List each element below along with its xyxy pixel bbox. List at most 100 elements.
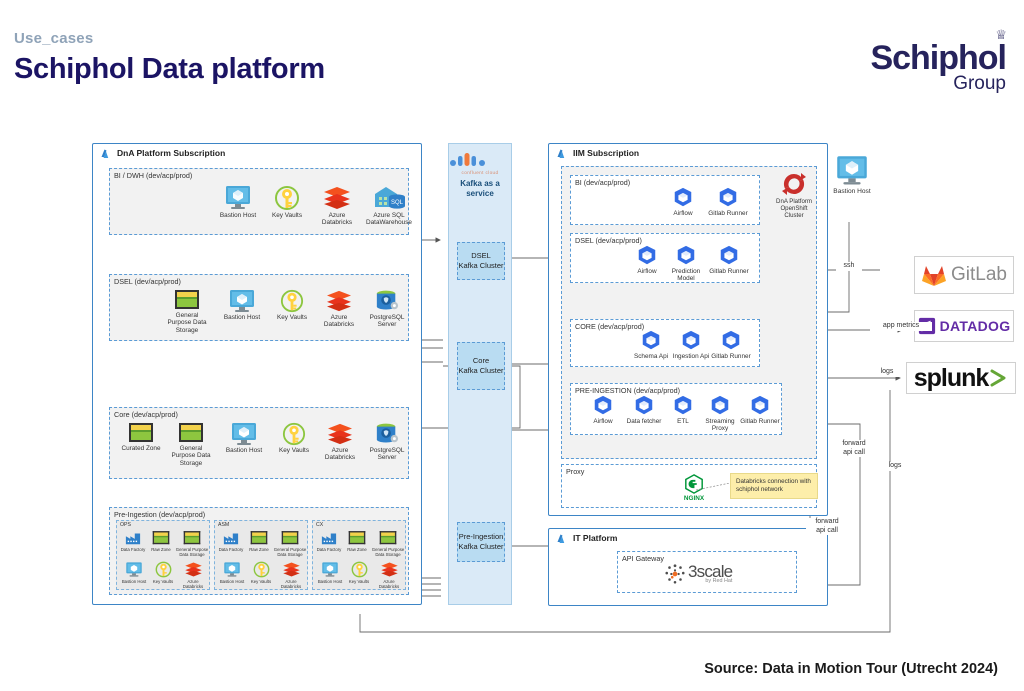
node-azure-sql-datawarehouse[interactable]: SQL Azure SQL DataWarehouse: [360, 185, 418, 227]
panel-title: IIM Subscription: [573, 148, 640, 158]
bastion-host-icon: [216, 561, 248, 578]
node-azure-databricks[interactable]: Azure Databricks: [316, 422, 364, 462]
node-gitlab-runner[interactable]: Gitlab Runner: [738, 395, 782, 425]
node-key-vaults[interactable]: Key Vaults: [270, 422, 318, 454]
node-caption: Azure Databricks: [324, 447, 356, 462]
node-azure-databricks[interactable]: Azure Databricks: [275, 561, 307, 589]
node-general-purpose-data-storage[interactable]: General Purpose Data Storage: [160, 289, 214, 334]
node-key-vaults[interactable]: Key Vaults: [268, 289, 316, 321]
splunk-logo-card[interactable]: splunk: [906, 362, 1016, 394]
node-caption: Raw Zone: [347, 547, 367, 552]
azure-icon: [101, 149, 111, 158]
node-caption: General Purpose Data Storage: [371, 547, 405, 557]
node-gitlab-runner[interactable]: Gitlab Runner: [708, 330, 754, 360]
group-core[interactable]: CORE (dev/acp/prod) Schema Api: [570, 319, 760, 367]
azure-databricks-icon: [373, 561, 405, 578]
wire-label-app-metrics: app metrics: [870, 322, 932, 331]
node-data-fetcher[interactable]: Data fetcher: [623, 395, 665, 425]
node-key-vaults[interactable]: Key Vaults: [345, 561, 373, 584]
group-proxy[interactable]: Proxy NGINX Databricks connection with s…: [561, 464, 818, 508]
node-airflow[interactable]: Airflow: [627, 245, 667, 275]
node-key-vaults[interactable]: Key Vaults: [262, 185, 312, 219]
node-postgresql-server[interactable]: PostgreSQL Server: [362, 422, 412, 462]
node-ingestion-api[interactable]: Ingestion Api: [669, 330, 713, 360]
openshift-cluster-scope[interactable]: DnA Platform OpenShift Cluster BI (dev/a…: [561, 166, 817, 459]
subgroup-asm[interactable]: ASM Data Factory: [214, 520, 308, 590]
iim-subscription-panel[interactable]: IIM Subscription DnA Platform OpenShift …: [548, 143, 828, 516]
node-data-factory[interactable]: Data Factory: [314, 530, 344, 552]
node-prediction-model[interactable]: Prediction Model: [666, 245, 706, 283]
kubernetes-icon: [704, 187, 752, 209]
node-streaming-proxy[interactable]: Streaming Proxy: [700, 395, 740, 433]
node-caption: General Purpose Data Storage: [171, 445, 211, 467]
node-etl[interactable]: ETL: [665, 395, 701, 425]
node-airflow[interactable]: Airflow: [663, 187, 703, 217]
bastion-host-icon: [837, 156, 867, 185]
panel-title: IT Platform: [573, 533, 618, 543]
node-gitlab-runner[interactable]: Gitlab Runner: [704, 187, 752, 217]
node-caption: Key Vaults: [348, 579, 370, 584]
wire-label-logs-top: logs: [874, 368, 900, 377]
group-dsel[interactable]: DSEL (dev/acp/prod) Airflow: [570, 233, 760, 283]
postgresql-icon: [362, 289, 412, 313]
openshift-cluster-node[interactable]: DnA Platform OpenShift Cluster: [770, 171, 818, 219]
group-label: BI / DWH (dev/acp/prod): [114, 171, 193, 180]
group-bi[interactable]: BI (dev/acp/prod) Airflow: [570, 175, 760, 225]
node-data-factory[interactable]: Data Factory: [216, 530, 246, 552]
node-azure-databricks[interactable]: Azure Databricks: [315, 289, 363, 329]
node-caption: Airflow: [673, 210, 693, 217]
node-general-purpose-data-storage[interactable]: General Purpose Data Storage: [165, 422, 217, 467]
node-general-purpose-data-storage[interactable]: General Purpose Data Storage: [370, 530, 406, 557]
node-schema-api[interactable]: Schema Api: [629, 330, 673, 360]
node-bastion-host[interactable]: Bastion Host: [118, 561, 150, 584]
subgroup-cx[interactable]: CX Data Factory: [312, 520, 406, 590]
node-bastion-host[interactable]: Bastion Host: [210, 185, 266, 219]
datadog-logo-card[interactable]: DATADOG: [914, 310, 1014, 342]
nginx-icon: [685, 474, 703, 494]
data-factory-icon: [118, 530, 148, 546]
node-caption: Azure SQL DataWarehouse: [366, 212, 412, 227]
dsel-kafka-cluster[interactable]: DSEL Kafka Cluster: [457, 242, 505, 280]
node-bastion-host[interactable]: Bastion Host: [314, 561, 346, 584]
group-label: Core (dev/acp/prod): [114, 410, 178, 419]
group-dsel[interactable]: DSEL (dev/acp/prod) General Purpose Data…: [109, 274, 409, 341]
node-data-factory[interactable]: Data Factory: [118, 530, 148, 552]
dna-platform-subscription-panel[interactable]: DnA Platform Subscription BI / DWH (dev/…: [92, 143, 422, 605]
azure-databricks-icon: [312, 185, 362, 211]
data-storage-icon: [165, 422, 217, 444]
group-bi-dwh[interactable]: BI / DWH (dev/acp/prod) Bastion Host: [109, 168, 412, 235]
group-pre-ingestion[interactable]: Pre-Ingestion (dev/acp/prod) OPS Data Fa…: [109, 507, 409, 595]
pre-ingestion-kafka-cluster[interactable]: Pre-Ingestion Kafka Cluster: [457, 522, 505, 562]
node-raw-zone[interactable]: Raw Zone: [246, 530, 272, 552]
node-general-purpose-data-storage[interactable]: General Purpose Data Storage: [174, 530, 210, 557]
subgroup-ops[interactable]: OPS Data Factory: [116, 520, 210, 590]
node-key-vaults[interactable]: Key Vaults: [247, 561, 275, 584]
node-azure-databricks[interactable]: Azure Databricks: [312, 185, 362, 227]
node-raw-zone[interactable]: Raw Zone: [344, 530, 370, 552]
node-nginx[interactable]: NGINX: [674, 474, 714, 502]
group-pre-ingestion[interactable]: PRE-INGESTION (dev/acp/prod) Airflow: [570, 383, 782, 435]
node-azure-databricks[interactable]: Azure Databricks: [177, 561, 209, 589]
core-kafka-cluster[interactable]: Core Kafka Cluster: [457, 342, 505, 390]
node-raw-zone[interactable]: Raw Zone: [148, 530, 174, 552]
node-key-vaults[interactable]: Key Vaults: [149, 561, 177, 584]
node-general-purpose-data-storage[interactable]: General Purpose Data Storage: [272, 530, 308, 557]
group-api-gateway[interactable]: API Gateway 3scale by Red Hat: [617, 551, 797, 593]
node-postgresql-server[interactable]: PostgreSQL Server: [362, 289, 412, 329]
node-bastion-host[interactable]: Bastion Host: [216, 561, 248, 584]
node-gitlab-runner[interactable]: Gitlab Runner: [705, 245, 753, 275]
group-core[interactable]: Core (dev/acp/prod) Curated Zone: [109, 407, 409, 479]
node-airflow[interactable]: Airflow: [583, 395, 623, 425]
external-bastion-host[interactable]: Bastion Host: [826, 155, 878, 195]
node-bastion-host[interactable]: Bastion Host: [218, 422, 270, 454]
kubernetes-icon: [665, 395, 701, 417]
node-curated-zone[interactable]: Curated Zone: [116, 422, 166, 452]
kafka-as-a-service-column[interactable]: confluent cloud Kafka as a service DSEL …: [448, 143, 512, 605]
node-azure-databricks[interactable]: Azure Databricks: [373, 561, 405, 589]
azure-databricks-icon: [275, 561, 307, 578]
node-caption: Raw Zone: [151, 547, 171, 552]
it-platform-panel[interactable]: IT Platform API Gateway 3scale by Red Ha…: [548, 528, 828, 606]
node-caption: Data fetcher: [626, 418, 662, 425]
gitlab-logo-card[interactable]: GitLab: [914, 256, 1014, 294]
node-bastion-host[interactable]: Bastion Host: [215, 289, 269, 321]
